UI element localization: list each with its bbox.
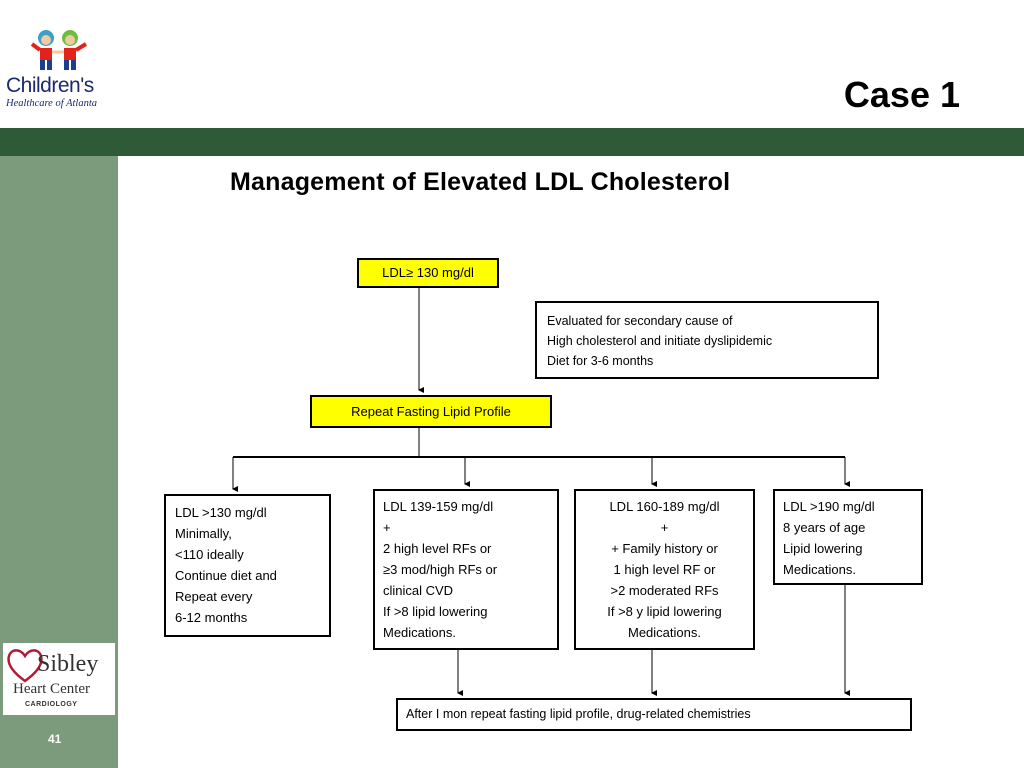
sibley-logo: Sibley Heart Center CARDIOLOGY [3,643,115,715]
logo-name: Children's [6,74,94,97]
children-figures-icon [30,30,88,70]
childrens-logo: Children's Healthcare of Atlanta [4,22,116,114]
sibley-name: Sibley [37,651,99,677]
repeat-fasting-box: Repeat Fasting Lipid Profile [310,395,552,428]
logo-tagline: Healthcare of Atlanta [6,98,97,109]
branch-box-1: LDL >130 mg/dl Minimally, <110 ideally C… [164,494,331,637]
branch-box-3: LDL 160-189 mg/dl + + Family history or … [574,489,755,650]
diagram-title: Management of Elevated LDL Cholesterol [230,168,731,196]
sibley-subtitle: Heart Center [13,681,91,697]
branch-box-2: LDL 139-159 mg/dl + 2 high level RFs or … [373,489,559,650]
sibley-department: CARDIOLOGY [25,701,78,708]
page-number: 41 [48,732,62,746]
slide-title: Case 1 [843,74,960,115]
start-box: LDL≥ 130 mg/dl [357,258,499,288]
heart-icon [7,649,43,683]
secondary-cause-note: Evaluated for secondary cause of High ch… [535,301,879,379]
header-bar [0,128,1024,156]
final-box: After I mon repeat fasting lipid profile… [396,698,912,731]
branch-box-4: LDL >190 mg/dl 8 years of age Lipid lowe… [773,489,923,585]
